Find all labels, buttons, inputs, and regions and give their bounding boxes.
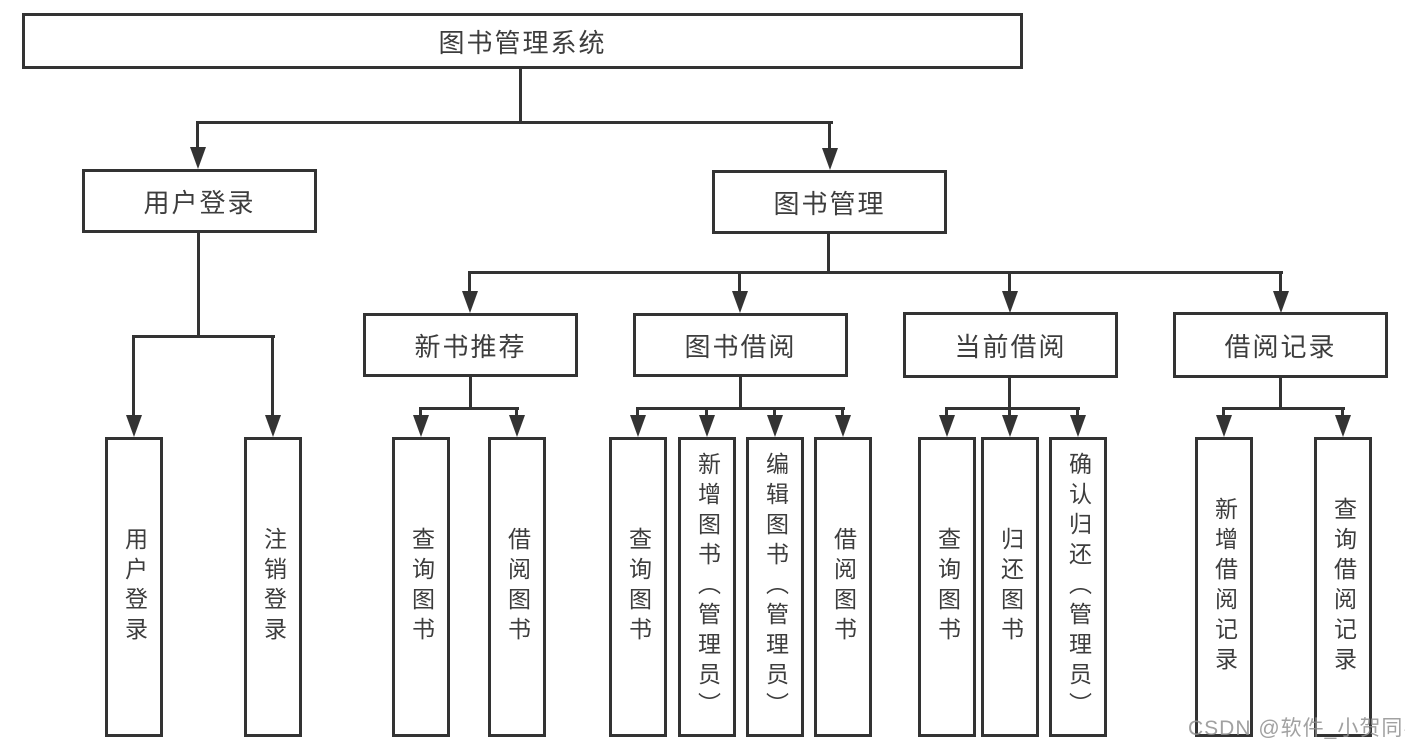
connector-line [739,377,742,407]
connector-line [132,335,135,415]
leaf-borrow-books-borrowing: 借阅图书 [814,437,872,737]
connector-line [1008,271,1011,293]
connector-line [705,407,708,417]
node-book-management: 图书管理 [712,170,947,234]
connector-line [773,407,776,417]
node-library-system: 图书管理系统 [22,13,1023,69]
arrow-down-icon [413,415,429,437]
leaf-query-borrow-record: 查询借阅记录 [1314,437,1372,737]
connector-line [1008,407,1011,417]
node-book-borrowing-label: 图书借阅 [684,331,797,362]
connector-line [469,377,472,407]
connector-line [636,407,639,417]
arrow-down-icon [1070,415,1086,437]
arrow-down-icon [462,291,478,313]
connector-line [946,407,1080,410]
connector-line [1222,407,1225,417]
node-borrowing-records-label: 借阅记录 [1224,331,1337,362]
connector-line [133,335,275,338]
leaf-borrow-books-recommend-label: 借阅图书 [504,527,531,647]
connector-line [945,407,948,417]
connector-line [1076,407,1079,417]
connector-line [1223,407,1345,410]
leaf-add-book-admin: 新增图书（管理员） [678,437,736,737]
leaf-edit-book-admin-label: 编辑图书（管理员） [762,452,789,722]
node-borrowing-records: 借阅记录 [1173,312,1388,378]
arrow-down-icon [699,415,715,437]
connector-line [196,121,199,147]
connector-line [515,407,518,417]
leaf-query-books-current: 查询图书 [918,437,976,737]
arrow-down-icon [767,415,783,437]
arrow-down-icon [1335,415,1351,437]
leaf-add-borrow-record: 新增借阅记录 [1195,437,1253,737]
leaf-confirm-return-admin-label: 确认归还（管理员） [1065,452,1092,722]
node-library-system-label: 图书管理系统 [438,27,607,58]
leaf-query-books-borrowing-label: 查询图书 [625,527,652,647]
arrow-down-icon [265,415,281,437]
leaf-borrow-books-recommend: 借阅图书 [488,437,546,737]
node-new-book-recommend-label: 新书推荐 [414,331,527,362]
connector-line [828,121,831,148]
arrow-down-icon [822,148,838,170]
leaf-edit-book-admin: 编辑图书（管理员） [746,437,804,737]
arrow-down-icon [939,415,955,437]
connector-line [827,234,830,271]
arrow-down-icon [630,415,646,437]
connector-line [841,407,844,417]
arrow-down-icon [1216,415,1232,437]
node-new-book-recommend: 新书推荐 [363,313,578,377]
leaf-borrow-books-borrowing-label: 借阅图书 [830,527,857,647]
node-user-login: 用户登录 [82,169,317,233]
node-book-borrowing: 图书借阅 [633,313,848,377]
leaf-return-books: 归还图书 [981,437,1039,737]
leaf-confirm-return-admin: 确认归还（管理员） [1049,437,1107,737]
connector-line [519,68,522,121]
leaf-query-books-recommend-label: 查询图书 [408,527,435,647]
connector-line [1279,271,1282,293]
arrow-down-icon [732,291,748,313]
node-book-management-label: 图书管理 [773,188,886,219]
leaf-query-borrow-record-label: 查询借阅记录 [1330,497,1357,677]
node-user-login-label: 用户登录 [143,187,256,218]
connector-line [271,335,274,415]
connector-line [1341,407,1344,417]
node-current-borrowing: 当前借阅 [903,312,1118,378]
arrow-down-icon [835,415,851,437]
connector-line [197,233,200,335]
connector-line [1008,378,1011,407]
leaf-query-books-recommend: 查询图书 [392,437,450,737]
arrow-down-icon [1002,291,1018,313]
leaf-logout: 注销登录 [244,437,302,737]
leaf-user-login: 用户登录 [105,437,163,737]
leaf-query-books-borrowing: 查询图书 [609,437,667,737]
connector-line [197,121,833,124]
leaf-add-book-admin-label: 新增图书（管理员） [694,452,721,722]
arrow-down-icon [509,415,525,437]
connector-line [469,271,1283,274]
leaf-user-login-label: 用户登录 [121,527,148,647]
arrow-down-icon [190,147,206,169]
connector-line [637,407,845,410]
arrow-down-icon [1273,291,1289,313]
connector-line [419,407,422,417]
csdn-watermark: CSDN @软件_小贺同学 [1188,717,1405,740]
node-current-borrowing-label: 当前借阅 [954,331,1067,362]
connector-line [1279,378,1282,407]
leaf-return-books-label: 归还图书 [997,527,1024,647]
leaf-query-books-current-label: 查询图书 [934,527,961,647]
leaf-add-borrow-record-label: 新增借阅记录 [1211,497,1238,677]
connector-line [468,271,471,293]
arrow-down-icon [1002,415,1018,437]
leaf-logout-label: 注销登录 [260,527,287,647]
connector-line [738,271,741,293]
connector-line [420,407,519,410]
arrow-down-icon [126,415,142,437]
